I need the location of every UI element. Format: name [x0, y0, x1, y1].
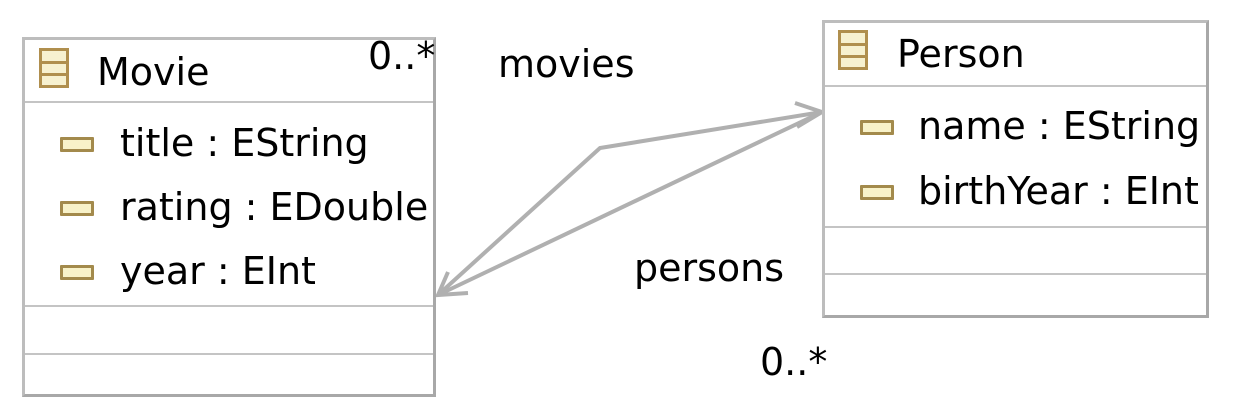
eattribute-icon	[60, 137, 94, 152]
divider	[825, 85, 1206, 87]
divider	[25, 101, 433, 103]
divider	[825, 273, 1206, 275]
divider	[25, 305, 433, 307]
attribute-label[interactable]: rating : EDouble	[120, 185, 429, 229]
eattribute-icon	[860, 185, 894, 200]
movie-class-name[interactable]: Movie	[97, 50, 210, 94]
divider	[25, 353, 433, 355]
attribute-label[interactable]: title : EString	[120, 121, 369, 165]
person-class-header[interactable]: Person	[825, 23, 1206, 83]
movie-class[interactable]: Movie title : EString rating : EDouble y…	[22, 37, 436, 397]
eattribute-icon	[60, 265, 94, 280]
eclass-icon	[838, 30, 868, 70]
attribute-row[interactable]: title : EString	[25, 115, 433, 171]
movies-reference-name[interactable]: movies	[498, 42, 635, 86]
eattribute-icon	[60, 201, 94, 216]
attribute-row[interactable]: birthYear : EInt	[825, 163, 1206, 219]
person-class[interactable]: Person name : EString birthYear : EInt	[822, 20, 1209, 318]
person-class-name[interactable]: Person	[897, 32, 1025, 76]
attribute-row[interactable]: year : EInt	[25, 243, 433, 299]
attribute-label[interactable]: birthYear : EInt	[918, 169, 1199, 213]
persons-reference-name[interactable]: persons	[634, 246, 785, 290]
movie-end-arrowhead	[434, 271, 469, 298]
persons-reference-line	[437, 110, 823, 297]
attribute-label[interactable]: year : EInt	[120, 249, 316, 293]
movies-multiplicity: 0..*	[368, 34, 436, 78]
attribute-label[interactable]: name : EString	[918, 104, 1201, 148]
attribute-row[interactable]: name : EString	[825, 100, 1206, 156]
divider	[825, 226, 1206, 228]
attribute-row[interactable]: rating : EDouble	[25, 179, 433, 235]
eclass-icon	[39, 48, 69, 88]
persons-multiplicity: 0..*	[760, 340, 828, 384]
movie-class-header[interactable]: Movie	[25, 40, 433, 100]
eattribute-icon	[860, 120, 894, 135]
movies-reference-line	[436, 110, 823, 297]
